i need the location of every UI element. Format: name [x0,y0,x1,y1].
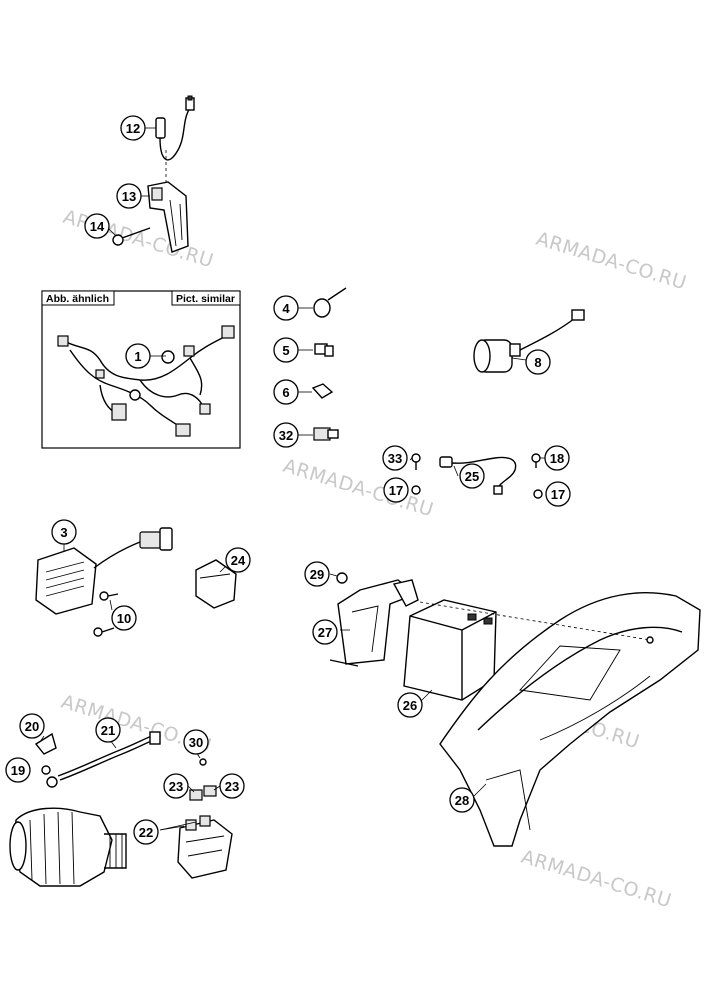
callout-17-right: 17 [545,481,571,507]
callouts: 12 13 14 1 4 5 6 32 8 33 17 25 18 17 3 2… [5,115,571,845]
callout-label: 5 [282,343,289,358]
callout-19: 19 [5,757,31,783]
callout-label: 33 [388,451,402,466]
callout-23-left: 23 [163,773,189,799]
callout-label: 4 [282,301,290,316]
part-32-connector [313,427,339,441]
part-30-screw [199,758,207,766]
callout-1: 1 [125,343,151,369]
callout-label: 13 [122,189,136,204]
part-8-component [473,309,585,373]
callout-label: 29 [310,567,324,582]
starter-motor [9,807,127,887]
callout-23-right: 23 [219,773,245,799]
callout-28: 28 [449,787,475,813]
part-17-nut-left [411,485,421,495]
callout-13: 13 [116,183,142,209]
part-10-screw-lower [93,627,115,637]
callout-label: 20 [25,719,39,734]
part-10-screw-upper [99,591,119,601]
callout-label: 18 [550,451,564,466]
callout-6: 6 [273,379,299,405]
callout-label: 19 [11,763,25,778]
part-33-screw [411,453,421,470]
callout-label: 14 [90,219,105,234]
watermark: ARMADA-CO.RU [61,206,217,273]
similar-box: Abb. ähnlich Pict. similar [41,290,241,449]
callout-label: 8 [534,355,541,370]
callout-label: 1 [134,349,141,364]
callout-label: 30 [189,735,203,750]
callout-label: 21 [101,723,115,738]
part-1-wiring-harness [57,325,235,437]
callout-29: 29 [304,561,330,587]
part-22-relay [177,815,233,879]
callout-17-left: 17 [383,477,409,503]
callout-4: 4 [273,295,299,321]
callout-label: 23 [225,779,239,794]
watermark: ARMADA-CO.RU [534,228,690,295]
callout-label: 3 [60,525,67,540]
part-13-bracket [147,150,189,253]
callout-label: 26 [403,698,417,713]
callout-27: 27 [312,619,338,645]
part-20-cap [34,732,57,755]
callout-label: 17 [389,483,403,498]
leaders [39,127,546,831]
callout-30: 30 [183,729,209,755]
callout-label: 10 [117,611,131,626]
callout-label: 17 [551,487,565,502]
part-27-holder [329,579,419,667]
part-5-clip [314,343,334,357]
callout-22: 22 [133,819,159,845]
callout-20: 20 [19,713,45,739]
part-29-nut [336,572,348,584]
part-3-regulator [35,527,173,615]
callout-label: 23 [169,779,183,794]
callout-label: 32 [279,428,293,443]
label-abb-aehnlich: Abb. ähnlich [46,293,109,305]
callout-24: 24 [225,547,251,573]
callout-10: 10 [111,605,137,631]
part-26-battery [403,599,497,701]
callout-label: 27 [318,625,332,640]
watermark: ARMADA-CO.RU [519,846,675,913]
part-6-clip [311,383,334,399]
part-28-mudguard [419,592,701,847]
callout-33: 33 [382,445,408,471]
callout-label: 6 [282,385,289,400]
part-18-screw [531,453,541,468]
callout-label: 12 [126,121,140,136]
callout-26: 26 [397,692,423,718]
part-4-cable-tie [313,287,347,318]
callout-5: 5 [273,337,299,363]
callout-label: 24 [231,553,246,568]
callout-label: 28 [455,793,469,808]
label-pict-similar: Pict. similar [176,293,235,305]
part-14-screw [112,227,151,246]
callout-8: 8 [525,349,551,375]
part-25-cable [439,456,517,495]
part-23-fuse-right [203,785,217,797]
callout-21: 21 [95,717,121,743]
callout-label: 22 [139,825,153,840]
part-23-fuse-left [189,789,203,801]
part-19-nut [41,765,51,775]
part-24-cover [195,559,237,609]
part-21-cable [46,731,161,788]
callout-3: 3 [51,519,77,545]
callout-25: 25 [459,463,485,489]
callout-32: 32 [273,422,299,448]
callout-14: 14 [84,213,110,239]
part-17-nut-right [533,489,543,499]
part-12-cable [155,95,195,161]
callout-12: 12 [120,115,146,141]
callout-label: 25 [465,469,479,484]
callout-18: 18 [544,445,570,471]
